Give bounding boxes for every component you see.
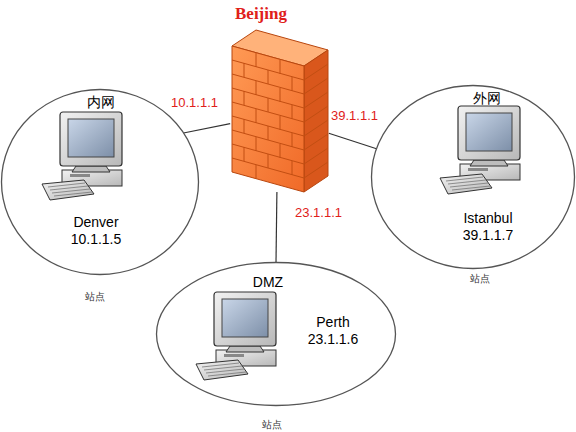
network-link <box>184 124 231 133</box>
site-label: 站点 <box>85 290 105 304</box>
zone-title: DMZ <box>238 274 298 291</box>
firewall-shape <box>226 4 332 194</box>
site-label: 站点 <box>470 272 490 286</box>
network-zone: 外网 Istanbul 39.1.1.7 <box>370 84 576 270</box>
zone-outline <box>2 90 199 275</box>
zone-title: 外网 <box>467 90 507 107</box>
interface-ip: 39.1.1.1 <box>331 108 378 123</box>
network-link <box>275 192 277 262</box>
zone-title: 内网 <box>81 94 121 111</box>
host-label: Denver 10.1.1.5 <box>66 214 126 248</box>
computer-icon <box>42 112 122 200</box>
host-label: Istanbul 39.1.1.7 <box>455 210 521 244</box>
host-label: Perth 23.1.1.6 <box>303 314 363 348</box>
node-title: Beijing <box>235 5 287 22</box>
zone-outline <box>372 86 575 269</box>
computer-icon <box>440 106 520 194</box>
site-label: 站点 <box>262 418 282 432</box>
interface-ip: 23.1.1.1 <box>295 205 342 220</box>
network-zone: DMZ Perth 23.1.1.6 <box>155 261 397 407</box>
zone-outline <box>157 263 396 406</box>
network-zone: 内网 Denver 10.1.1.5 <box>0 88 200 276</box>
computer-icon <box>196 292 276 380</box>
zone-ellipse <box>0 88 200 276</box>
firewall-node: Beijing <box>226 4 332 194</box>
interface-ip: 10.1.1.1 <box>171 95 218 110</box>
network-link <box>329 133 377 149</box>
